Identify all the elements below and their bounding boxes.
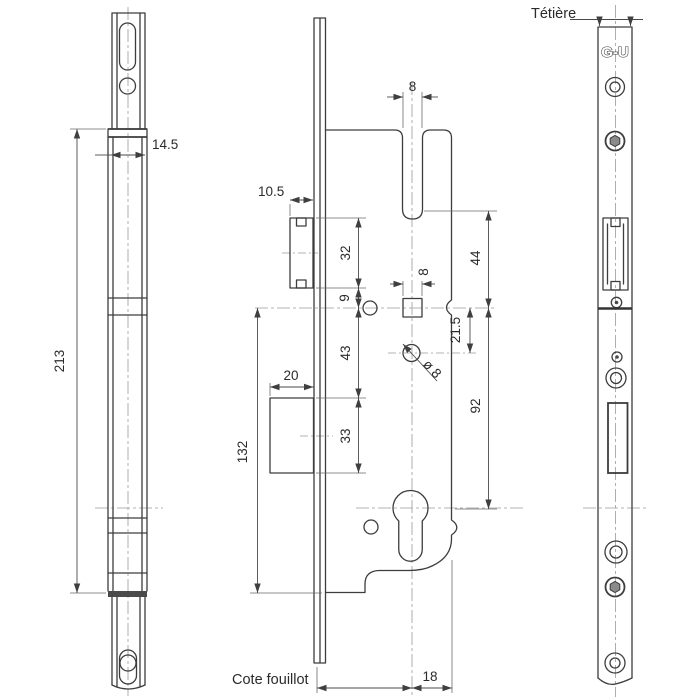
dim-handle-hole-dia: ø 8 bbox=[420, 357, 444, 382]
faceplate-hex-screw-top bbox=[604, 130, 626, 152]
lock-case-outline bbox=[324, 129, 458, 594]
lock-case-view bbox=[269, 17, 458, 664]
dim-case-height: 132 bbox=[235, 441, 250, 464]
dim-axis-to-back: 18 bbox=[422, 669, 437, 684]
label-cote-fouillot: Cote fouillot bbox=[232, 672, 309, 688]
centerlines bbox=[95, 5, 648, 697]
rail-top-slot bbox=[118, 22, 137, 71]
dim-axis-to-deadbolt: 43 bbox=[338, 345, 353, 360]
spindle-square-hole bbox=[402, 297, 423, 318]
rail-bottom-hole bbox=[119, 654, 137, 672]
deadbolt-box bbox=[269, 397, 315, 474]
dim-rail-length: 213 bbox=[52, 350, 67, 373]
dim-slot-to-axis: 44 bbox=[468, 250, 483, 266]
dim-latch-to-axis: 9 bbox=[337, 294, 352, 302]
profile-rail-dimensions: 213 14.5 bbox=[52, 128, 178, 594]
euro-cylinder-hole bbox=[392, 489, 429, 562]
rail-end-cap bbox=[108, 591, 147, 597]
faceplate-hole-ring-mid bbox=[605, 367, 627, 389]
faceplate-hole-ring-lower bbox=[604, 540, 628, 564]
dim-spindle-square: 8 bbox=[416, 268, 431, 276]
faceplate-hex-screw-bottom bbox=[604, 576, 626, 598]
case-rivet-upper bbox=[362, 300, 378, 316]
brand-logo: G-U bbox=[601, 44, 629, 61]
faceplate-deadbolt-cutout bbox=[607, 402, 629, 474]
dim-axis-to-handle: 21.5 bbox=[448, 317, 463, 343]
dim-top-slot-width: 8 bbox=[409, 79, 417, 94]
dim-latch-protrusion: 10.5 bbox=[258, 184, 284, 199]
dim-latch-height: 32 bbox=[338, 245, 353, 260]
faceplate-hole-ring-bottom bbox=[604, 652, 626, 674]
rail-top-hole bbox=[118, 77, 137, 95]
profile-rail-view bbox=[107, 12, 148, 690]
case-rivet-lower bbox=[363, 519, 379, 535]
dim-deadbolt-height: 33 bbox=[338, 428, 353, 443]
faceplate-screw-small bbox=[611, 351, 623, 363]
faceplate-joint-screw bbox=[598, 296, 632, 310]
rail-bottom-slot bbox=[118, 649, 138, 685]
dim-axis-to-cylinder: 92 bbox=[468, 398, 483, 413]
label-tetiere: Tétière bbox=[531, 6, 576, 22]
lock-case-dimensions: 8 10.5 32 9 43 33 20 132 44 21.5 92 bbox=[232, 79, 497, 693]
faceplate-hole-ring-top bbox=[604, 76, 626, 98]
faceplate-latch-cutout bbox=[602, 217, 629, 291]
dim-rail-width: 14.5 bbox=[152, 137, 178, 152]
faceplate-view: Tétière G-U bbox=[531, 6, 643, 686]
latch-box bbox=[289, 217, 314, 289]
dim-deadbolt-width: 20 bbox=[283, 368, 298, 383]
